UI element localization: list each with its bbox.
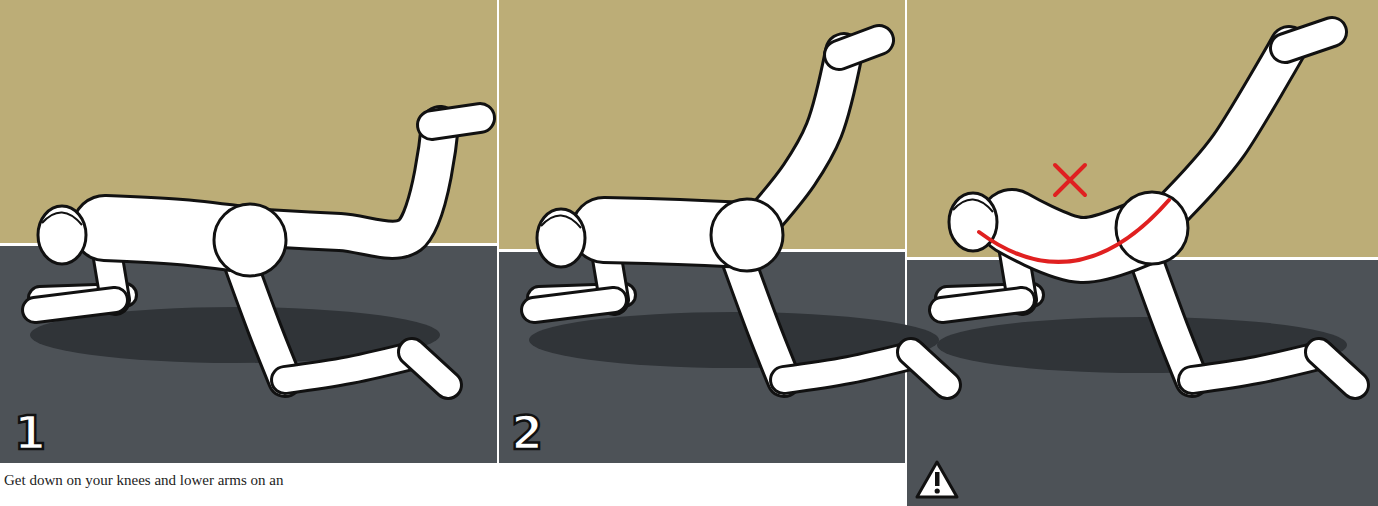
head bbox=[38, 206, 86, 264]
limb-outline bbox=[534, 300, 614, 310]
person-figure bbox=[30, 118, 480, 385]
limb bbox=[839, 40, 879, 55]
head bbox=[949, 193, 997, 251]
limb-outline bbox=[739, 262, 784, 380]
limb-outline bbox=[35, 300, 115, 310]
limb bbox=[285, 355, 415, 380]
figures bbox=[30, 32, 1355, 385]
wrong-posture-mark bbox=[979, 165, 1169, 262]
warning-symbol bbox=[917, 462, 957, 497]
shorts bbox=[711, 199, 783, 271]
limb-outline bbox=[1167, 45, 1289, 215]
limb-outline bbox=[761, 52, 844, 222]
limb-outline bbox=[265, 125, 440, 240]
panel bbox=[499, 0, 905, 463]
limb-outline bbox=[285, 355, 415, 380]
limb bbox=[412, 352, 448, 385]
head bbox=[537, 209, 585, 267]
callout-number: 2 bbox=[511, 410, 543, 456]
limb-outline bbox=[1319, 352, 1355, 385]
limb-outline bbox=[784, 355, 914, 380]
hair-line bbox=[541, 215, 581, 228]
limb-outline bbox=[240, 262, 285, 380]
caption: Get down on your knees and lower arms on… bbox=[4, 472, 284, 489]
limb bbox=[265, 125, 440, 240]
limb bbox=[35, 300, 115, 310]
hair-line bbox=[953, 199, 993, 212]
limb-outline bbox=[432, 118, 480, 125]
limb bbox=[739, 262, 784, 380]
limb bbox=[911, 352, 947, 385]
callout-number: 1 bbox=[14, 410, 46, 456]
limb-outline bbox=[1192, 355, 1322, 380]
limb bbox=[761, 52, 844, 222]
limb bbox=[240, 262, 285, 380]
panel bbox=[0, 0, 497, 463]
limb-outline bbox=[942, 300, 1022, 310]
limb bbox=[1319, 352, 1355, 385]
limb bbox=[1167, 45, 1289, 215]
limb bbox=[1147, 262, 1192, 380]
limb bbox=[942, 300, 1022, 310]
limb-outline bbox=[911, 352, 947, 385]
limb bbox=[432, 118, 480, 125]
limb bbox=[1192, 355, 1322, 380]
panel bbox=[907, 0, 1378, 506]
limb bbox=[1285, 32, 1332, 48]
person-figure bbox=[937, 32, 1355, 385]
limb bbox=[534, 300, 614, 310]
limb-outline bbox=[412, 352, 448, 385]
limb-outline bbox=[1285, 32, 1332, 48]
limb-outline bbox=[1147, 262, 1192, 380]
shorts bbox=[214, 204, 286, 276]
limb-outline bbox=[839, 40, 879, 55]
hair-line bbox=[42, 212, 82, 225]
limb bbox=[784, 355, 914, 380]
person-figure bbox=[529, 40, 947, 385]
shorts bbox=[1116, 192, 1188, 264]
